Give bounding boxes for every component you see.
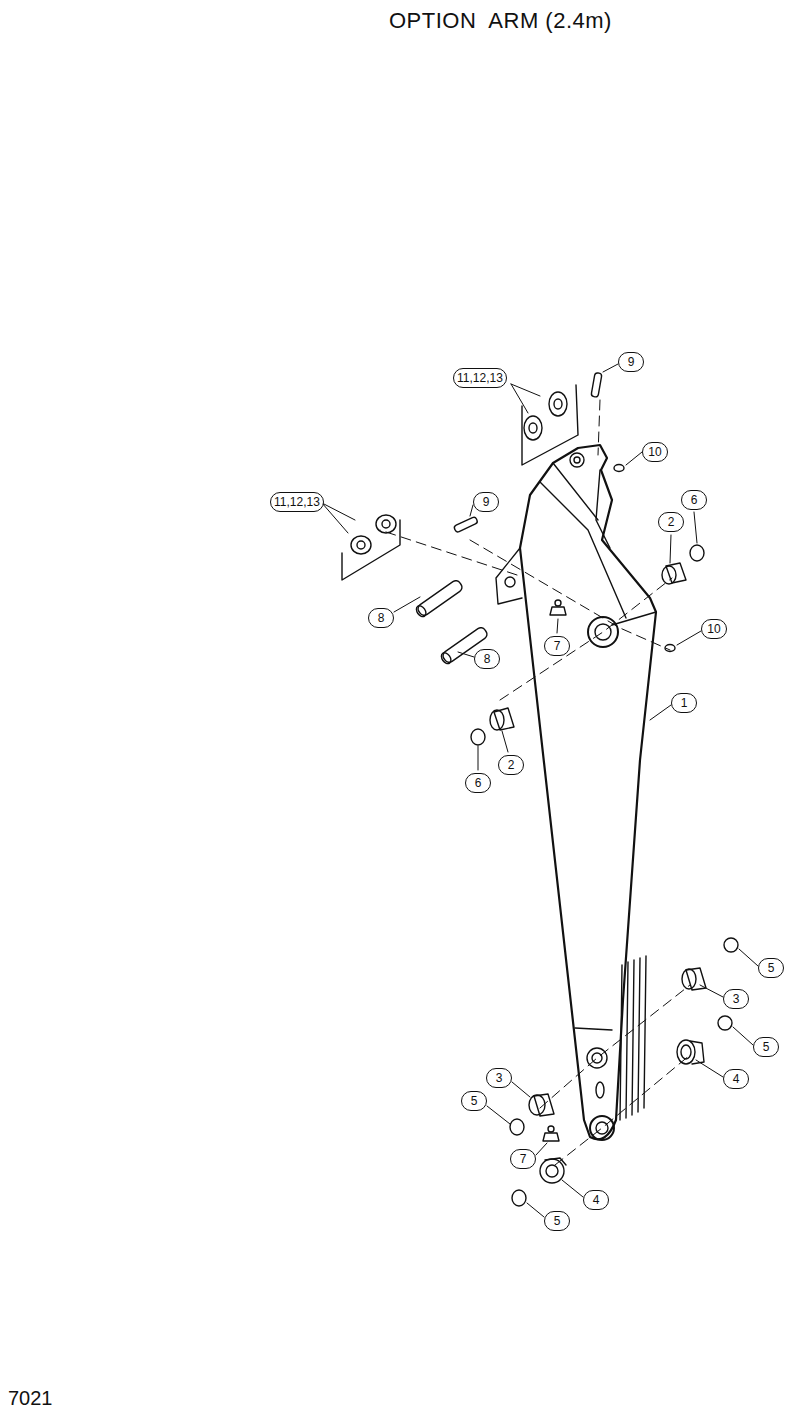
callout-number: 6: [681, 490, 707, 510]
callout-number: 9: [473, 492, 499, 512]
callout-number: 3: [486, 1068, 512, 1088]
callout-number: 5: [544, 1211, 570, 1231]
callout-number: 9: [618, 352, 644, 372]
callout-number: 8: [368, 608, 394, 628]
callout-number: 2: [658, 512, 684, 532]
callout-number: 3: [723, 989, 749, 1009]
callout-number: 11,12,13: [270, 492, 324, 512]
callout-number: 11,12,13: [453, 368, 507, 388]
drawing-number: 7021: [8, 1387, 53, 1410]
callout-number: 6: [465, 773, 491, 793]
callout-number: 5: [753, 1037, 779, 1057]
callout-number: 7: [544, 636, 570, 656]
callout-number: 10: [642, 442, 668, 462]
callout-number: 1: [671, 693, 697, 713]
callout-number: 10: [701, 619, 727, 639]
callout-number: 8: [474, 649, 500, 669]
callout-number: 7: [510, 1149, 536, 1169]
page-title: OPTION ARM (2.4m): [389, 8, 612, 34]
callout-number: 4: [723, 1069, 749, 1089]
callout-number: 5: [758, 958, 784, 978]
callout-number: 5: [461, 1091, 487, 1111]
callout-number: 2: [498, 755, 524, 775]
callout-number: 4: [583, 1190, 609, 1210]
